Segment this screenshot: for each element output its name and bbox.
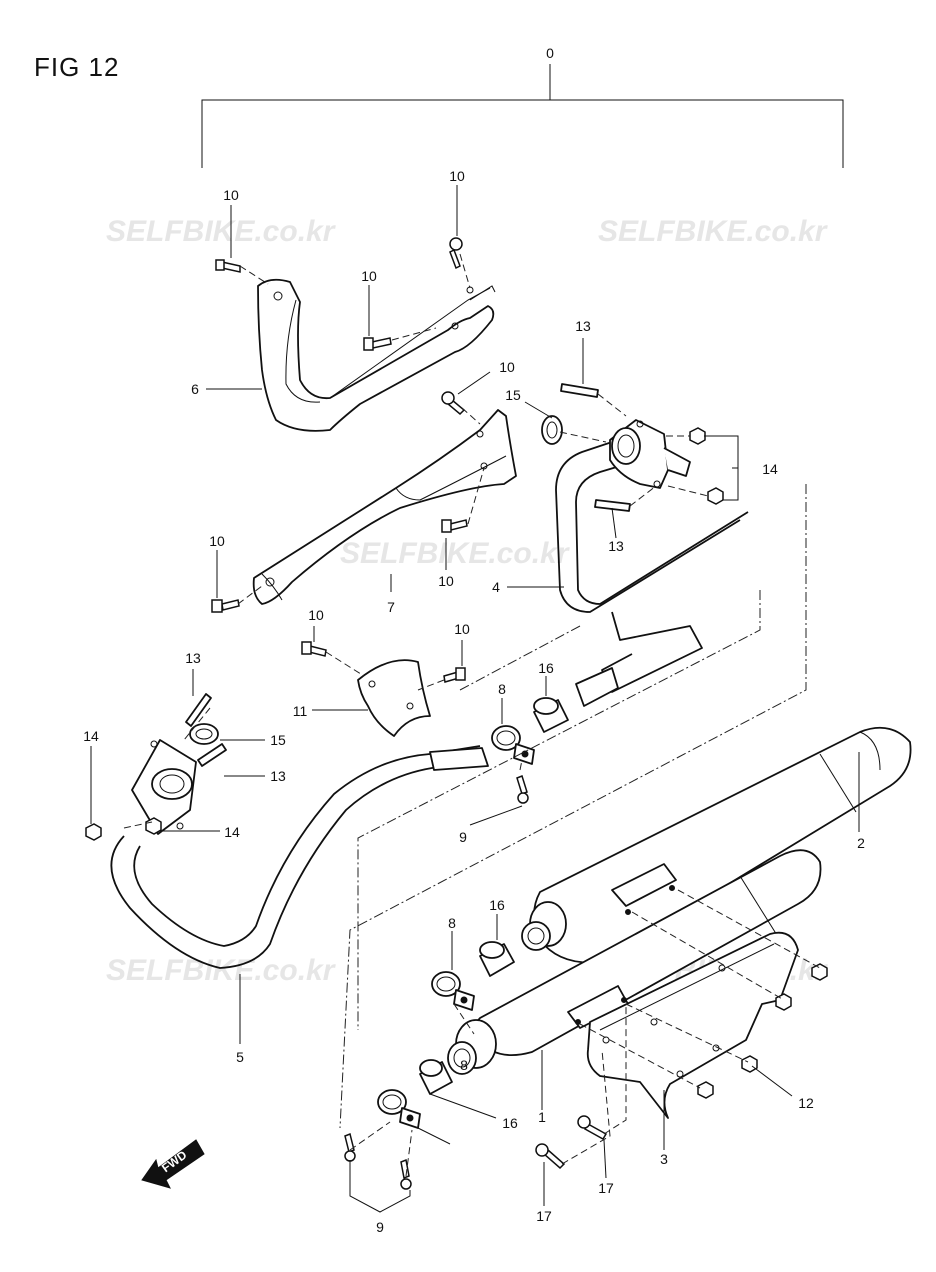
callout-label: 4 bbox=[492, 579, 500, 595]
callout-label: 17 bbox=[598, 1180, 614, 1196]
callout-label: 0 bbox=[546, 45, 554, 61]
watermark: SELFBIKE.co.kr bbox=[106, 215, 337, 248]
callout-label: 8 bbox=[460, 1057, 468, 1073]
stud-bolt bbox=[197, 743, 227, 767]
callout-label: 8 bbox=[448, 915, 456, 931]
flange-nut bbox=[811, 963, 828, 981]
stud-bolt bbox=[594, 499, 631, 512]
callout-label: 1 bbox=[538, 1109, 546, 1125]
callout-label: 10 bbox=[449, 168, 465, 184]
callout-label: 10 bbox=[361, 268, 377, 284]
callout-label: 13 bbox=[608, 538, 624, 554]
callout-label: 12 bbox=[798, 1095, 814, 1111]
callout-label: 2 bbox=[857, 835, 865, 851]
callout-label: 16 bbox=[489, 897, 505, 913]
callout-label: 3 bbox=[660, 1151, 668, 1167]
callout-label: 5 bbox=[236, 1049, 244, 1065]
gasket-sleeve-upper bbox=[533, 697, 569, 733]
callout-label: 16 bbox=[538, 660, 554, 676]
clamp-middle bbox=[431, 971, 475, 1011]
callout-label: 10 bbox=[209, 533, 225, 549]
callout-label: 10 bbox=[454, 621, 470, 637]
heat-shield-upper bbox=[257, 278, 496, 432]
callout-label: 10 bbox=[308, 607, 324, 623]
clamp-lower bbox=[377, 1089, 421, 1129]
stud-bolt bbox=[560, 383, 599, 398]
callout-label: 9 bbox=[459, 829, 467, 845]
callout-label: 17 bbox=[536, 1208, 552, 1224]
callout-labels: 0 1 2 3 4 5 6 7 8 8 8 9 9 10 10 10 10 10… bbox=[83, 45, 865, 1235]
leader-lines bbox=[90, 185, 860, 1213]
flange-nut bbox=[707, 487, 724, 505]
muffler-bracket bbox=[586, 931, 799, 1119]
callout-label: 10 bbox=[438, 573, 454, 589]
callout-label: 13 bbox=[185, 650, 201, 666]
figure-title: FIG 12 bbox=[34, 52, 120, 82]
heat-shield-middle bbox=[252, 409, 517, 605]
callout-label: 13 bbox=[270, 768, 286, 784]
callout-label: 14 bbox=[83, 728, 99, 744]
callout-label: 10 bbox=[499, 359, 515, 375]
clamp-upper bbox=[491, 725, 535, 765]
callout-label: 14 bbox=[224, 824, 240, 840]
callout-label: 10 bbox=[223, 187, 239, 203]
watermark: SELFBIKE.co.kr bbox=[340, 537, 571, 570]
front-exhaust-pipe bbox=[110, 739, 489, 969]
exhaust-gasket-front bbox=[189, 723, 219, 745]
callout-label: 11 bbox=[293, 703, 308, 719]
assembly-guide-lines bbox=[123, 253, 821, 1177]
callout-label: 13 bbox=[575, 318, 591, 334]
rear-exhaust-pipe bbox=[555, 419, 749, 707]
assembly-bracket bbox=[201, 64, 844, 168]
callout-label: 6 bbox=[191, 381, 199, 397]
callout-label: 7 bbox=[387, 599, 395, 615]
flange-nut bbox=[741, 1055, 758, 1073]
callout-label: 14 bbox=[762, 461, 778, 477]
forward-direction-arrow: FWD bbox=[141, 1139, 205, 1189]
watermark: SELFBIKE.co.kr bbox=[106, 954, 337, 987]
callout-label: 15 bbox=[505, 387, 521, 403]
bolt-group bbox=[211, 237, 608, 1190]
flange-nut bbox=[689, 427, 706, 445]
watermark: SELFBIKE.co.kr bbox=[598, 215, 829, 248]
lower-muffler bbox=[447, 849, 822, 1075]
small-heat-shield bbox=[357, 659, 431, 737]
gasket-sleeve-middle bbox=[479, 941, 515, 977]
stud-bolt bbox=[185, 693, 212, 727]
callout-label: 9 bbox=[376, 1219, 384, 1235]
callout-label: 16 bbox=[502, 1115, 518, 1131]
flange-nut bbox=[697, 1081, 714, 1099]
exhaust-gasket-rear bbox=[541, 415, 563, 445]
gasket-sleeve-lower bbox=[419, 1059, 453, 1095]
callout-label: 15 bbox=[270, 732, 286, 748]
flange-nut bbox=[85, 823, 102, 841]
flange-nut bbox=[145, 817, 162, 835]
callout-label: 8 bbox=[498, 681, 506, 697]
